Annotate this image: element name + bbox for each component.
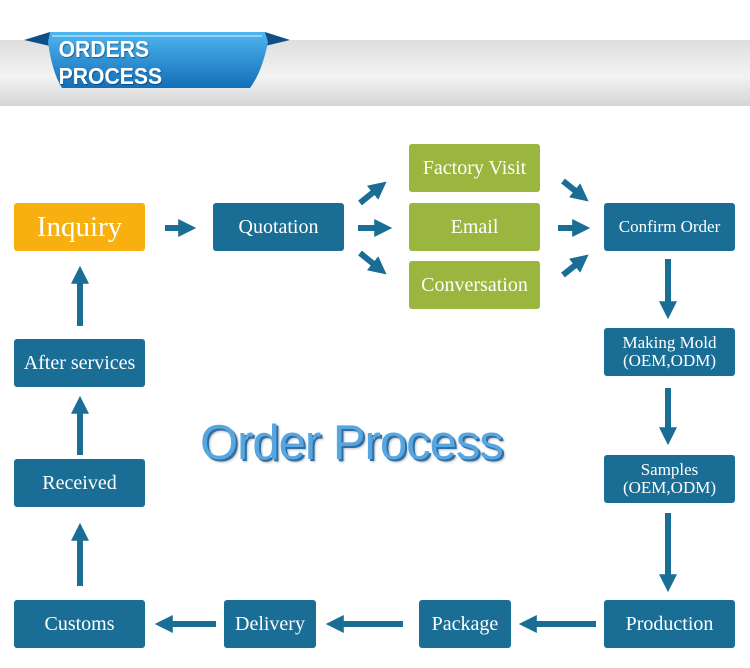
step-after-services: After services xyxy=(14,339,145,387)
step-making-mold-line1: Making Mold xyxy=(622,333,717,353)
step-package: Package xyxy=(419,600,511,648)
banner-ribbon xyxy=(24,32,290,88)
step-production: Production xyxy=(604,600,735,648)
order-process-heading: Order Process xyxy=(200,416,504,470)
step-confirm-order-label: Confirm Order xyxy=(618,217,721,237)
arrow-quotation-to-conversation xyxy=(358,250,387,275)
step-factory-visit-label: Factory Visit xyxy=(422,156,527,179)
step-confirm-order: Confirm Order xyxy=(604,203,735,251)
step-inquiry: Inquiry xyxy=(14,203,145,251)
step-conversation-label: Conversation xyxy=(421,273,528,296)
step-delivery-label: Delivery xyxy=(235,612,305,635)
banner-title: ORDERS PROCESS xyxy=(58,36,163,89)
arrow-quotation-to-factory-visit xyxy=(358,181,387,206)
step-email-label: Email xyxy=(450,215,499,238)
step-making-mold: Making Mold (OEM,ODM) xyxy=(604,328,735,376)
step-quotation-label: Quotation xyxy=(238,215,319,238)
arrow-conversation-to-confirm xyxy=(561,254,589,278)
step-samples-line1: Samples xyxy=(640,460,699,480)
arrow-factory-visit-to-confirm xyxy=(561,178,589,202)
step-samples: Samples (OEM,ODM) xyxy=(604,455,735,503)
step-email: Email xyxy=(409,203,540,251)
step-factory-visit: Factory Visit xyxy=(409,144,540,192)
step-customs-label: Customs xyxy=(44,612,115,635)
step-after-services-label: After services xyxy=(23,351,136,374)
step-making-mold-line2: (OEM,ODM) xyxy=(622,351,717,370)
step-quotation: Quotation xyxy=(213,203,344,251)
step-samples-line2: (OEM,ODM) xyxy=(622,478,717,497)
step-delivery: Delivery xyxy=(224,600,316,648)
step-received: Received xyxy=(14,459,145,507)
step-conversation: Conversation xyxy=(409,261,540,309)
step-customs: Customs xyxy=(14,600,145,648)
step-inquiry-label: Inquiry xyxy=(36,210,123,243)
step-production-label: Production xyxy=(625,612,714,635)
step-package-label: Package xyxy=(431,612,499,635)
step-received-label: Received xyxy=(42,471,117,494)
